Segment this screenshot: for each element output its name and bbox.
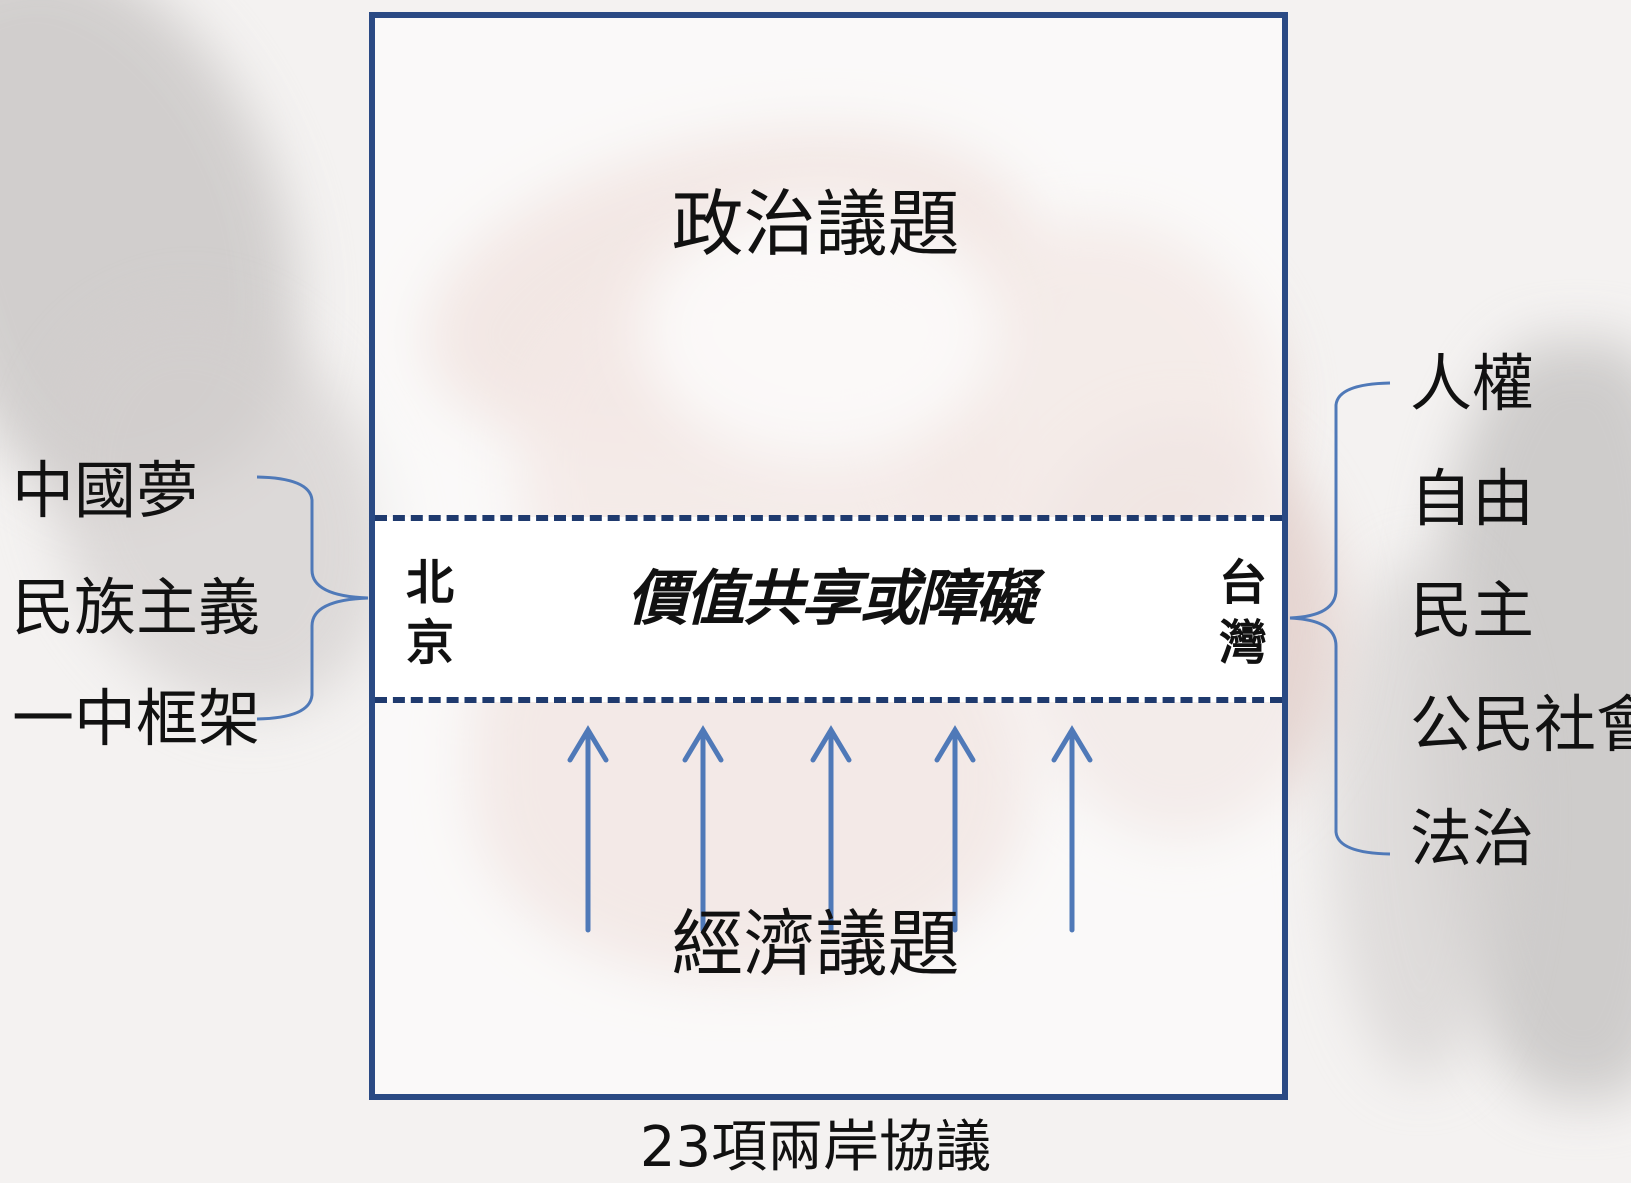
up-arrow: [1051, 725, 1093, 933]
left-item: 民族主義: [12, 571, 261, 644]
upward-arrows: [567, 725, 1093, 933]
up-arrow: [934, 725, 976, 933]
left-bracket: [256, 475, 369, 721]
value-band: [375, 517, 1282, 702]
up-arrow: [682, 725, 724, 933]
right-item: 民主: [1410, 574, 1535, 647]
right-bracket: [1289, 381, 1391, 856]
left-item: 一中框架: [12, 682, 261, 755]
up-arrow: [567, 725, 609, 933]
right-item: 公民社會: [1410, 688, 1631, 761]
upper-dashed-line: [375, 515, 1282, 521]
right-item: 人權: [1410, 347, 1535, 420]
taiwan-label: 台灣: [1213, 553, 1273, 673]
agreements-caption: 23項兩岸協議: [639, 1115, 992, 1180]
beijing-label: 北京: [400, 553, 460, 673]
taiwan-label-text: 台灣: [1218, 555, 1267, 671]
economic-issues-title: 經濟議題: [671, 902, 960, 986]
political-issues-title: 政治議題: [671, 182, 960, 266]
left-item: 中國夢: [12, 454, 199, 527]
lower-dashed-line: [375, 697, 1282, 703]
beijing-label-text: 北京: [405, 555, 454, 671]
up-arrow: [810, 725, 852, 933]
right-item: 法治: [1410, 802, 1535, 875]
value-sharing-label: 價值共享或障礙: [627, 564, 1035, 634]
right-item: 自由: [1410, 462, 1535, 535]
